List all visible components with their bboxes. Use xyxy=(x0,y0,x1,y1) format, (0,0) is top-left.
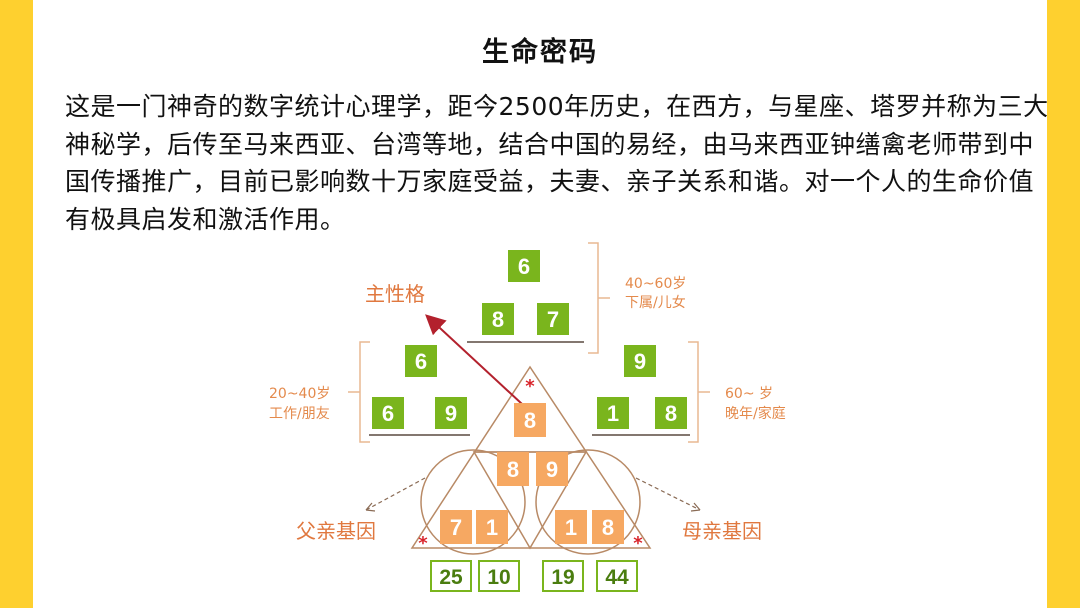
mother-circle xyxy=(535,449,641,555)
box-center-top xyxy=(514,403,546,437)
father-arrowhead xyxy=(365,502,376,512)
label-father-gene: 父亲基因 xyxy=(296,519,376,543)
main-character-arrow xyxy=(425,314,523,405)
label-group-40-60: 下属/儿女 xyxy=(625,294,686,311)
box-center-mid-left-value: 8 xyxy=(507,457,519,482)
box-center-mid-right xyxy=(536,452,568,486)
box-base-1 xyxy=(440,510,472,544)
star-right: * xyxy=(633,533,643,554)
label-age-20-40: 20~40岁 xyxy=(269,386,330,402)
box-center-mid-left xyxy=(497,452,529,486)
right-group-brace xyxy=(688,341,710,443)
box-base-3 xyxy=(555,510,587,544)
box-left-right xyxy=(435,397,467,429)
box-base-3-value: 1 xyxy=(565,515,577,540)
main-triangle xyxy=(410,365,652,549)
label-age-40-60: 40~60岁 xyxy=(625,276,686,292)
box-bottom-1 xyxy=(430,560,472,592)
box-top-right xyxy=(537,303,569,335)
box-center-mid-right-value: 9 xyxy=(546,457,558,482)
box-left-single-value: 6 xyxy=(415,349,427,374)
box-left-left-value: 6 xyxy=(382,401,394,426)
inner-triangle xyxy=(472,451,588,550)
star-left: * xyxy=(418,533,428,554)
box-right-right xyxy=(655,397,687,429)
box-base-2-value: 1 xyxy=(486,515,498,540)
page-title: 生命密码 xyxy=(482,37,598,68)
box-bottom-2-value: 10 xyxy=(487,566,510,589)
label-group-60: 晚年/家庭 xyxy=(725,405,786,422)
label-age-60: 60~ 岁 xyxy=(725,386,773,402)
box-bottom-3 xyxy=(542,560,584,592)
box-base-4 xyxy=(592,510,624,544)
label-mother-gene: 母亲基因 xyxy=(682,519,762,543)
box-bottom-3-value: 19 xyxy=(551,566,574,589)
box-top-single xyxy=(508,250,540,282)
box-right-single-value: 9 xyxy=(634,349,646,374)
left-group-brace xyxy=(348,341,370,443)
slide: 生命密码 这是一门神奇的数字统计心理学，距今2500年历史，在西方，与星座、塔罗… xyxy=(33,0,1049,608)
box-base-4-value: 8 xyxy=(602,515,614,540)
top-group-brace xyxy=(588,242,610,354)
intro-paragraph: 这是一门神奇的数字统计心理学，距今2500年历史，在西方，与星座、塔罗并称为三大… xyxy=(65,92,1049,234)
box-left-left xyxy=(372,397,404,429)
label-group-20-40: 工作/朋友 xyxy=(269,406,330,422)
box-bottom-4 xyxy=(596,560,638,592)
box-bottom-4-value: 44 xyxy=(605,566,629,589)
box-top-left-value: 8 xyxy=(492,307,504,332)
box-bottom-1-value: 25 xyxy=(439,566,463,589)
father-circle xyxy=(420,449,526,555)
box-top-right-value: 7 xyxy=(547,307,559,332)
box-left-single xyxy=(405,345,437,377)
box-base-1-value: 7 xyxy=(450,515,462,540)
box-right-right-value: 8 xyxy=(665,401,677,426)
mother-arrowhead xyxy=(690,502,701,512)
label-main-character: 主性格 xyxy=(365,282,425,306)
box-right-left xyxy=(597,397,629,429)
box-right-single xyxy=(624,345,656,377)
father-dashed-arrow xyxy=(365,477,426,511)
star-top: * xyxy=(525,376,535,397)
box-top-left xyxy=(482,303,514,335)
box-base-2 xyxy=(476,510,508,544)
box-right-left-value: 1 xyxy=(607,401,619,426)
box-bottom-2 xyxy=(478,560,520,592)
box-center-top-value: 8 xyxy=(524,408,536,433)
box-left-right-value: 9 xyxy=(445,401,457,426)
mother-dashed-arrow xyxy=(635,477,701,511)
box-top-single-value: 6 xyxy=(518,254,530,279)
